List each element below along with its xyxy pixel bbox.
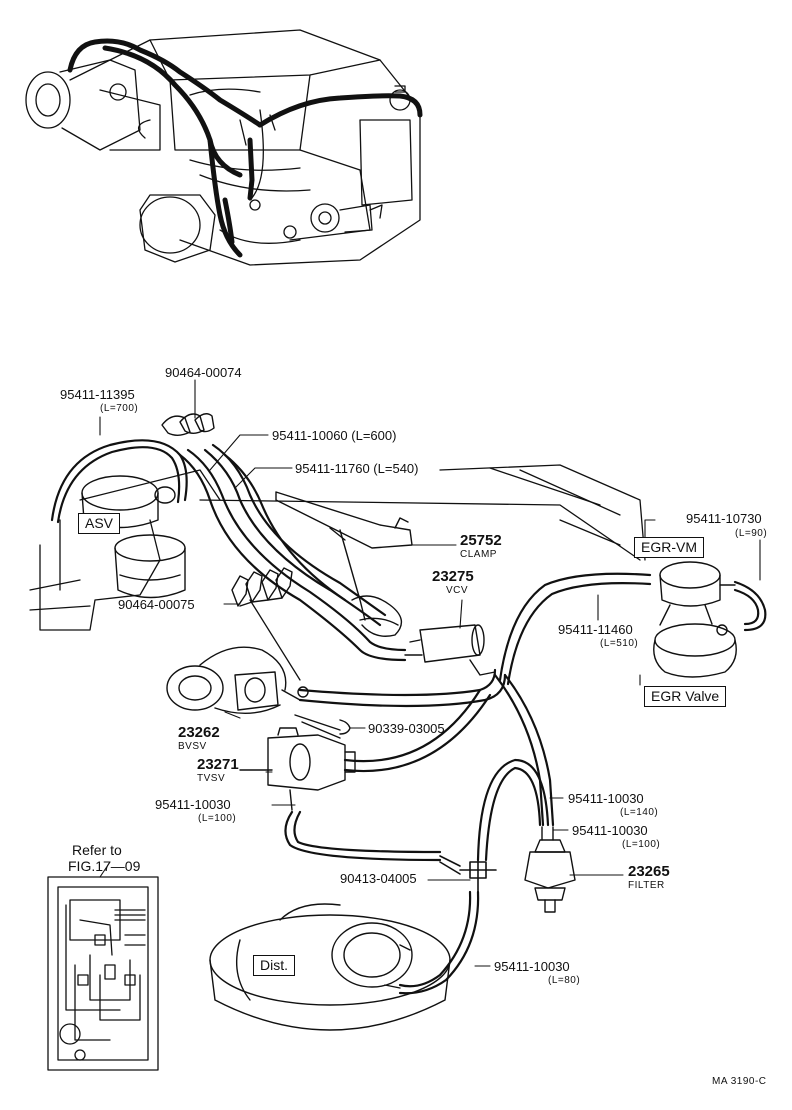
hose-clips-lower (231, 567, 293, 607)
reference-line-2: FIG.17—09 (68, 858, 141, 875)
callout-note: (L=80) (548, 975, 581, 986)
callout-note: TVSV (197, 773, 226, 784)
egr-vm-label-box: EGR-VM (634, 537, 704, 559)
distributor-drawing (209, 903, 451, 1031)
hose-clips-upper (161, 413, 215, 436)
bvsv-valve-drawing (166, 646, 351, 739)
clamp-bracket-drawing (275, 491, 413, 637)
reference-note: Refer to FIG.17—09 (68, 842, 140, 874)
callout-part-number: 23265 (628, 863, 670, 880)
asv-valve-drawing (81, 475, 186, 599)
callout-note: (L=140) (620, 807, 659, 818)
callout-part-number: 95411-11460 (558, 622, 633, 637)
three-way-connector-drawing (439, 855, 497, 893)
callout-part-number: 95411-10060 (L=600) (272, 428, 397, 443)
callout-part-number: 95411-10030 (568, 791, 644, 806)
callout-note: VCV (446, 585, 469, 596)
distributor-label-box: Dist. (253, 955, 295, 977)
vacuum-hoses (50, 439, 767, 995)
callout-note: (L=90) (735, 528, 768, 539)
engine-block-outline (29, 464, 646, 681)
callout-part-number: 95411-11395 (60, 387, 135, 402)
vcv-valve-drawing (404, 624, 496, 676)
callout-part-number: 95411-10030 (572, 823, 648, 838)
callout-part-number: 90464-00075 (118, 597, 195, 612)
callout-note: FILTER (628, 880, 665, 891)
reference-inset-drawing (47, 876, 159, 1071)
egr-assembly-drawing (653, 561, 737, 678)
callout-note: BVSV (178, 741, 207, 752)
callout-part-number: 23271 (197, 756, 239, 773)
callout-part-number: 25752 (460, 532, 502, 549)
callout-note: CLAMP (460, 549, 497, 560)
figure-code: MA 3190-C (712, 1076, 767, 1087)
callout-part-number: 23275 (432, 568, 474, 585)
callout-part-number: 95411-10030 (155, 797, 231, 812)
callout-part-number: 90339-03005 (368, 721, 445, 736)
asv-label-box: ASV (78, 513, 121, 535)
callout-note: (L=100) (198, 813, 237, 824)
callout-note: (L=100) (622, 839, 661, 850)
highlighted-vacuum-hoses-overview (67, 38, 423, 258)
callout-part-number: 95411-11760 (L=540) (295, 461, 419, 476)
callout-part-number: 23262 (178, 724, 220, 741)
callout-part-number: 90464-00074 (165, 365, 242, 380)
engine-overview-illustration (25, 29, 421, 266)
callout-part-number: 95411-10030 (494, 959, 570, 974)
callout-part-number: 90413-04005 (340, 871, 417, 886)
callout-note: (L=700) (100, 403, 139, 414)
callout-note: (L=510) (600, 638, 639, 649)
reference-line-1: Refer to (72, 842, 122, 858)
tvsv-valve-drawing (239, 727, 356, 811)
leader-lines (99, 379, 761, 967)
egr-valve-label-box: EGR Valve (644, 686, 727, 708)
callout-part-number: 95411-10730 (686, 511, 762, 526)
vacuum-filter-drawing (524, 826, 576, 913)
